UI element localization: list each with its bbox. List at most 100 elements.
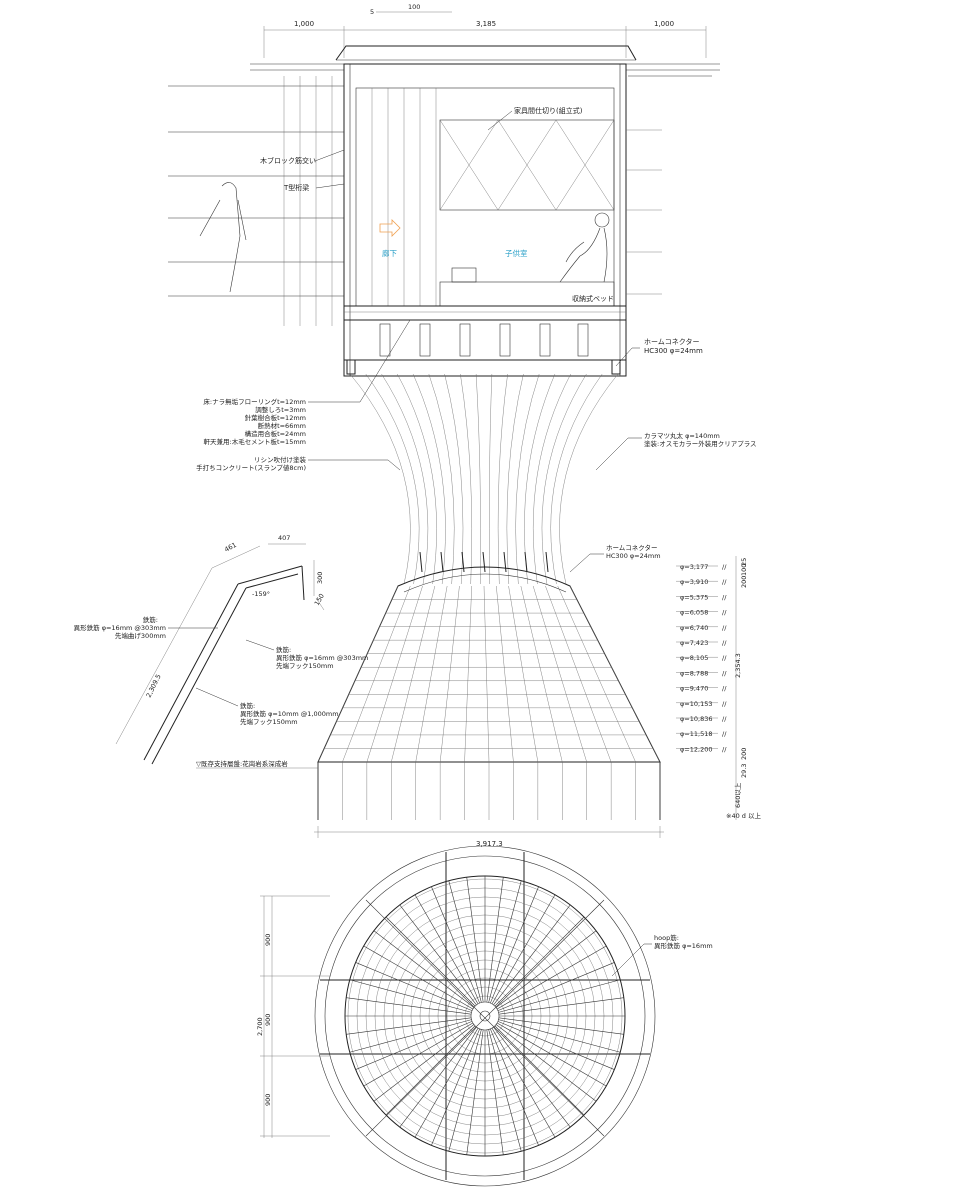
neighbor-house-right [626, 129, 662, 295]
cone-vertical-rebar [532, 585, 587, 763]
dim-top-right: 1,000 [654, 20, 674, 28]
plan-radial-rebar [414, 1027, 479, 1138]
label-connector-top-2: HC300 φ=24mm [644, 347, 703, 355]
diameter-label: φ=6,058 [680, 609, 708, 617]
diameter-labels: φ=3,177//φ=3,910//φ=5,375//φ=6,058//φ=6,… [676, 563, 727, 753]
larch-log-columns [349, 373, 619, 585]
repeat-mark: // [722, 639, 727, 647]
rebar-c-2: 先端フック150mm [240, 717, 298, 726]
ground-label: ▽既存支持層盤:花崗岩系深成岩 [196, 759, 288, 768]
cone-vertical-rebar [508, 585, 539, 763]
log-column [550, 373, 603, 585]
repeat-mark: // [722, 654, 727, 662]
plan-radial-rebar [495, 930, 597, 1008]
log-spec-0: カラマツ丸太 φ=140mm [644, 431, 720, 440]
label-wood-block-brace: 木ブロック筋交い [260, 156, 316, 165]
cone-vertical-rebar [439, 585, 460, 763]
dim-depth: 640以上 [733, 782, 742, 808]
plan-radial-rebar [488, 1029, 522, 1152]
plan-radial-rebar [355, 1021, 473, 1070]
rebar-dim-150: 150 [313, 592, 326, 607]
rebar-length: 2,309.5 [145, 673, 163, 699]
rebar-c-0: 鉄筋: [240, 701, 255, 710]
plan-radial-rebar [494, 1025, 585, 1116]
log-column [524, 373, 556, 585]
connector-pin [503, 551, 507, 573]
concrete-spec-1: 手打ちコンクリート(スランプ値8cm) [196, 463, 306, 472]
furniture-partition [439, 119, 615, 211]
diameter-label: φ=8,788 [680, 669, 708, 677]
floor-spec-3: 断熱材t=66mm [258, 421, 306, 430]
cone-vertical-rebar [391, 585, 436, 763]
plan-radial-rebar [373, 930, 475, 1008]
diameter-label: φ=8,105 [680, 654, 708, 662]
dim-total-height: 2,354.3 [734, 653, 742, 678]
rebar-a-2: 先端曲げ300mm [115, 631, 166, 640]
plan-radial-rebar [431, 1028, 480, 1146]
plan-radial-rebar [491, 1027, 556, 1138]
floor-spec-4: 構造用合板t=24mm [245, 429, 306, 438]
diameter-label: φ=12,200 [680, 745, 712, 753]
plan-radial-rebar [497, 1021, 615, 1070]
dim-200-top: 200 [740, 576, 748, 588]
dim-small-100: 100 [408, 3, 420, 11]
label-storage-bed: 収納式ベッド [572, 294, 614, 303]
rebar-dim-461: 461 [223, 541, 238, 554]
log-column [489, 373, 493, 585]
rebar-a-0: 鉄筋: [143, 615, 158, 624]
log-column [365, 373, 420, 585]
plan-dim-bot: 900 [264, 1094, 272, 1106]
diameter-label: φ=3,910 [680, 578, 708, 586]
plan-radial-rebar [495, 1024, 597, 1102]
label-kids-room: 子供室 [505, 248, 528, 258]
hoop-label-0: hoop筋: [654, 933, 679, 942]
diameter-label: φ=11,518 [680, 730, 712, 738]
plan-radial-rebar [486, 1029, 504, 1155]
log-column [497, 373, 508, 585]
cone-vertical-rebar [569, 585, 661, 763]
dim-small-5: 5 [370, 8, 374, 16]
repeat-mark: // [722, 730, 727, 738]
repeat-mark: // [722, 609, 727, 617]
floor-spec-2: 針葉樹合板t=12mm [245, 413, 306, 422]
log-spec-labels: カラマツ丸太 φ=140mm 塗装:オスモカラー外装用クリアプラス ホームコネク… [569, 431, 757, 573]
floor-spec-labels: 床:ナラ無垢フローリングt=12mm 調整しろt=3mm 針葉樹合板t=12mm… [196, 319, 411, 472]
plan-radial-rebar [346, 997, 472, 1015]
diameter-label: φ=6,740 [680, 624, 708, 632]
plan-radial-rebar [498, 979, 621, 1013]
plan-radial-rebar [498, 1019, 621, 1053]
log-column [532, 373, 571, 585]
dim-top-left: 1,000 [294, 20, 314, 28]
rebar-dim-300: 300 [316, 572, 324, 584]
hoop-label: hoop筋: 異形鉄筋 φ=16mm [611, 933, 713, 977]
label-connector-top-1: ホームコネクター [644, 337, 700, 346]
plan-radial-rebar [494, 916, 585, 1007]
repeat-mark: // [722, 715, 727, 723]
corridor-arrow-icon [379, 219, 401, 237]
diameter-label: φ=10,153 [680, 700, 712, 708]
diameter-label: φ=7,423 [680, 639, 708, 647]
plan-radial-rebar [385, 916, 476, 1007]
repeat-mark: // [722, 593, 727, 601]
plan-dim-mid: 900 [264, 1014, 272, 1026]
rebar-dim-407: 407 [278, 534, 290, 542]
cone-vertical-rebar [366, 585, 423, 763]
diameter-label: φ=5,375 [680, 593, 708, 601]
log-column [559, 373, 619, 585]
plan-radial-rebar [486, 877, 504, 1003]
repeat-mark: // [722, 745, 727, 753]
plan-radial-rebar [414, 894, 479, 1005]
log-spec-1: 塗装:オスモカラー外装用クリアプラス [644, 439, 757, 448]
rebar-c-1: 異形鉄筋 φ=10mm @1,000mm [240, 709, 339, 718]
dim-25: 25 [740, 558, 748, 566]
house-section: 廊下 子供室 家具間仕切り(組立式) 木ブロック筋交い T型桁梁 収納式ベッド … [168, 45, 720, 377]
cone-vertical-rebar [342, 585, 411, 763]
label-corridor: 廊下 [382, 248, 397, 258]
connector-mid-0: ホームコネクター [606, 543, 658, 552]
log-column [412, 373, 446, 585]
connector-left [346, 359, 356, 375]
floor-spec-5: 軒天兼用:木毛セメント板t=15mm [204, 437, 307, 446]
log-column [460, 373, 472, 585]
connector-pin [440, 551, 444, 573]
